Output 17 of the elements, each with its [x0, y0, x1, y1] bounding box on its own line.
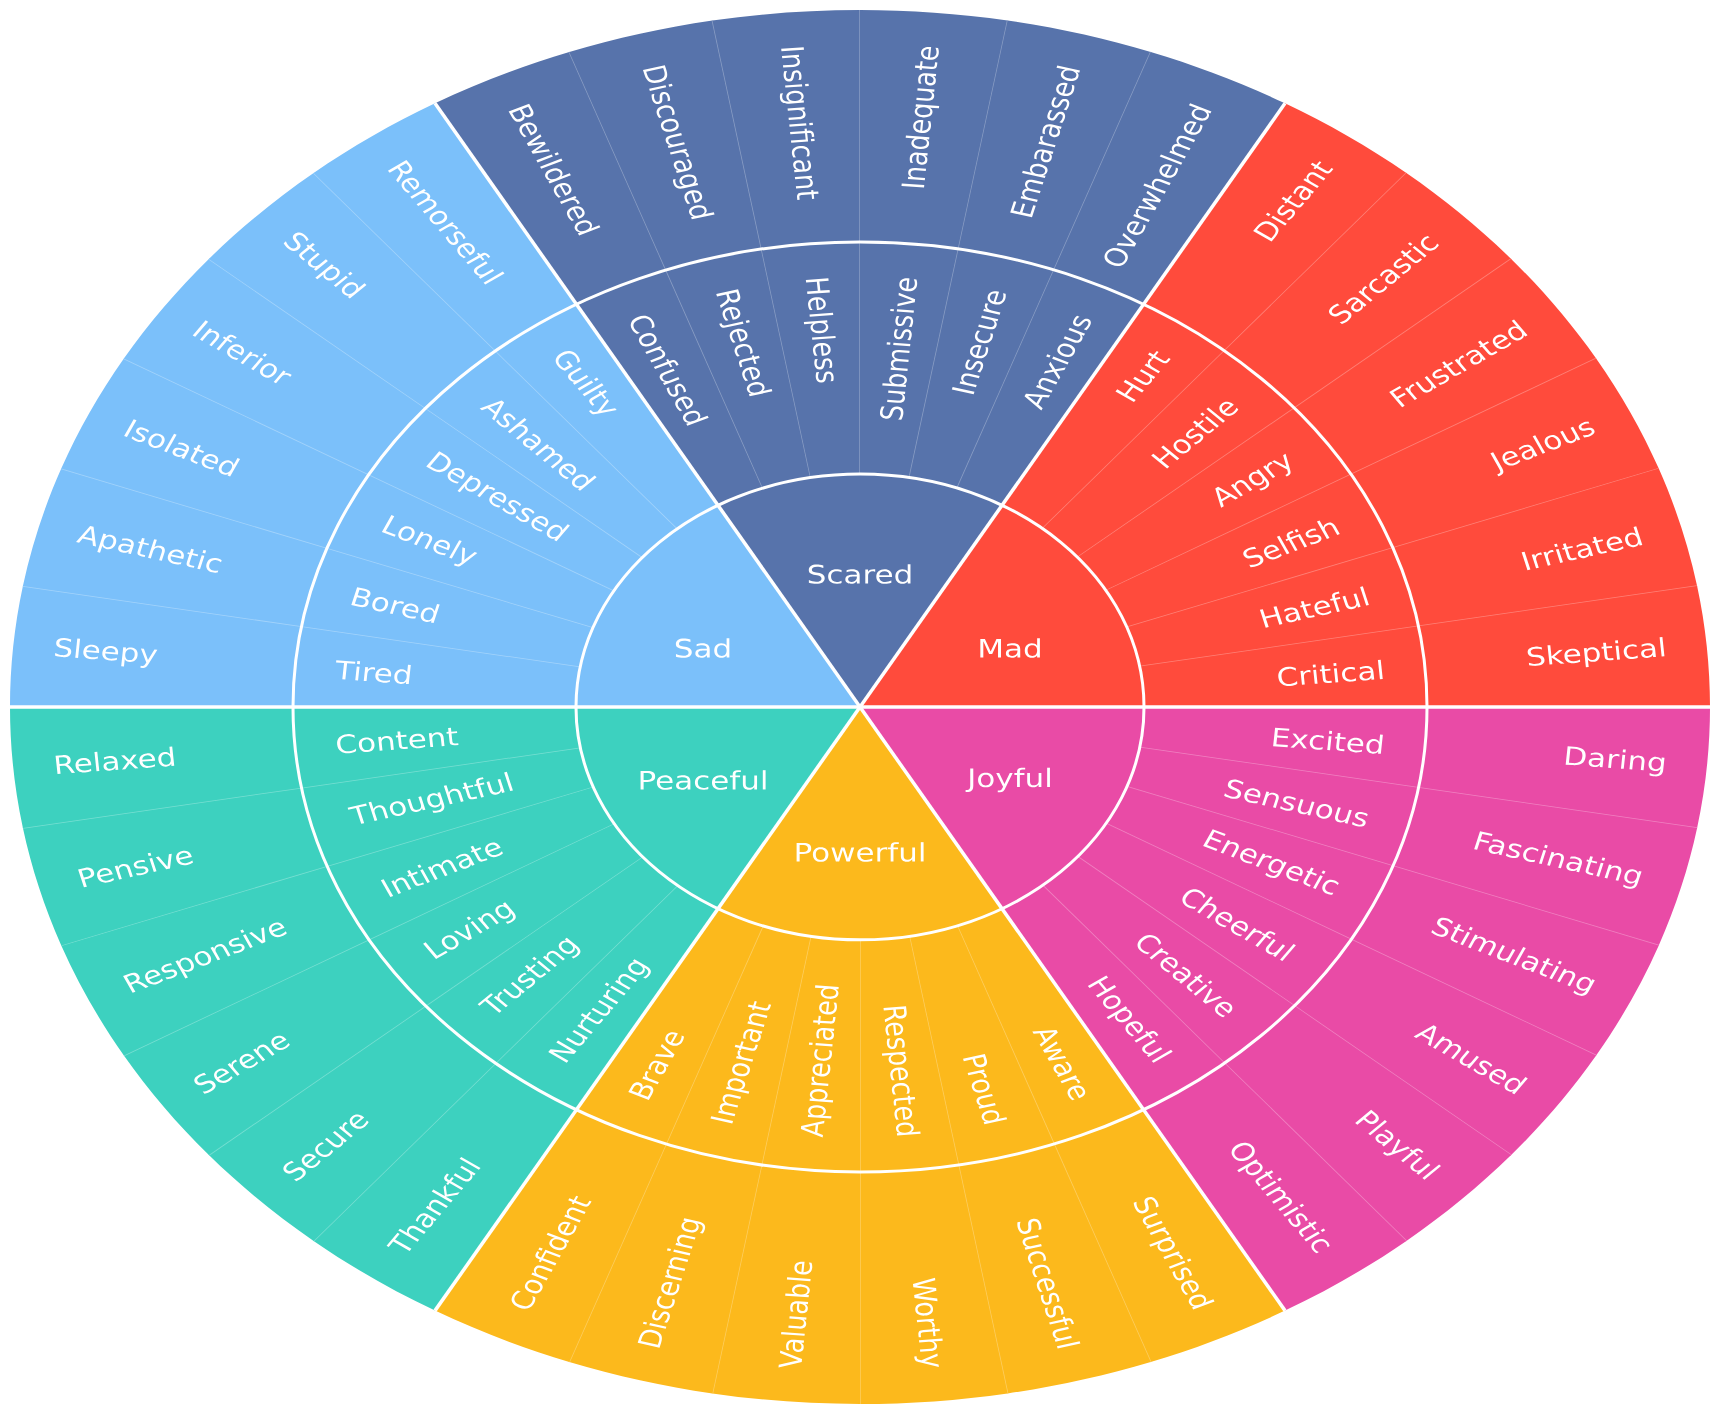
- outer-ring-segment: Inadequate: [860, 10, 1009, 250]
- node-label: Skeptical: [1527, 637, 1665, 668]
- outer-ring-segment: Valuable: [711, 1164, 860, 1404]
- node-label: Sleepy: [54, 638, 158, 668]
- inner-ring-segment: Respected: [859, 936, 959, 1173]
- outer-ring-segment: Sleepy: [10, 585, 303, 707]
- node-label: Insignificant: [779, 47, 819, 200]
- outer-ring-segment: Skeptical: [1418, 585, 1710, 707]
- inner-ring-segment: Tired: [293, 625, 582, 707]
- node-label: Worthy: [913, 1277, 943, 1367]
- node-label: Valuable: [778, 1261, 813, 1368]
- node-label: Relaxed: [55, 746, 175, 775]
- outer-ring-segment: Worthy: [859, 1164, 1008, 1405]
- outer-ring-segment: Daring: [1417, 707, 1710, 829]
- outer-ring-segment: Relaxed: [10, 707, 302, 829]
- node-label: Daring: [1565, 746, 1665, 777]
- node-label: Inadequate: [901, 46, 940, 188]
